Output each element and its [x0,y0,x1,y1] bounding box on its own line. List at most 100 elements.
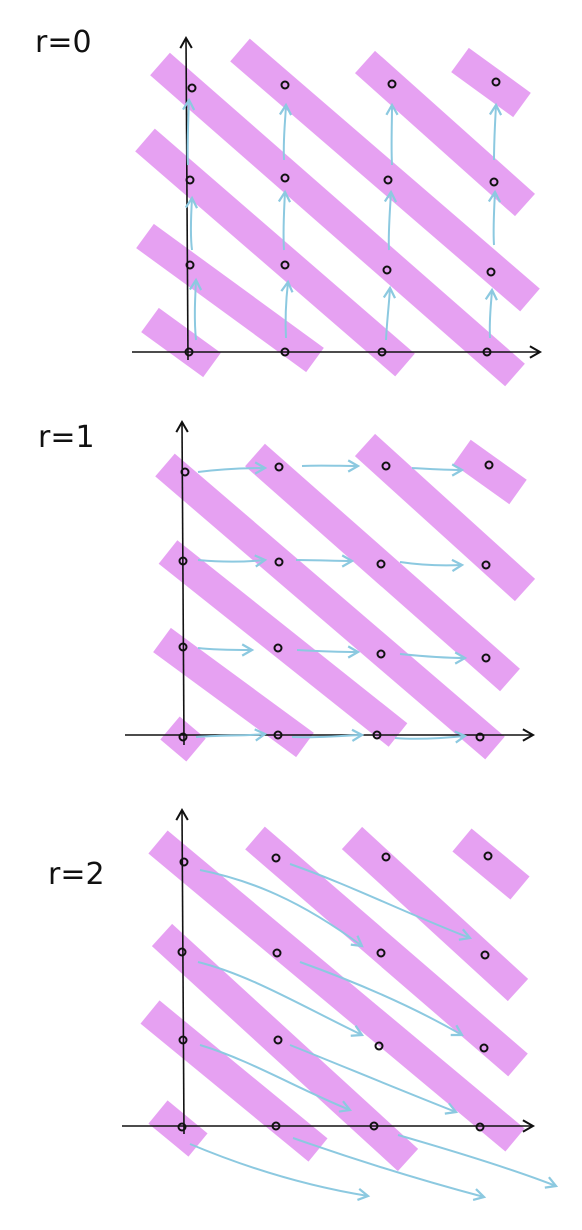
point [475,1122,485,1132]
point [376,948,386,958]
point [177,947,187,957]
arrow [189,1143,371,1202]
point [383,175,393,185]
stripe [148,830,525,1152]
arrow [487,189,502,246]
point [475,732,485,742]
point [178,1035,188,1045]
point [480,950,490,960]
point [185,260,195,270]
arrow [383,189,398,251]
y-axis [175,807,189,1135]
stripes [140,826,530,1172]
point [374,1041,384,1051]
stripes [153,433,536,762]
point [280,260,290,270]
points [178,460,494,742]
stripe [453,439,527,505]
stripe [151,923,419,1172]
point [376,649,386,659]
stripe [230,38,540,312]
arrow [295,554,355,568]
point [180,467,190,477]
panel-r0: r=0 [35,25,543,387]
arrow [182,97,196,166]
stripe [160,716,206,762]
arrow [197,554,268,568]
point [479,1043,489,1053]
point [274,462,284,472]
arrow [299,961,464,1037]
stripe [153,627,314,758]
stripe [140,1000,328,1162]
stripe [452,828,530,900]
arrow [488,102,503,161]
arrow [411,463,465,477]
arrows [182,97,503,341]
stripe [155,453,505,760]
arrow [397,1134,559,1189]
stripe [158,540,408,747]
stripes [135,38,540,387]
point [482,347,492,357]
stripe [141,307,221,378]
arrow [280,279,294,339]
panel-label: r=2 [48,857,105,892]
point [273,1035,283,1045]
stripe [341,826,529,1002]
arrow [277,189,292,251]
point [273,730,283,740]
arrow [184,195,199,251]
point [381,852,391,862]
point [271,853,281,863]
point [273,643,283,653]
y-axis [175,419,189,746]
point [377,347,387,357]
arrows [195,459,468,744]
point [178,642,188,652]
point [178,732,188,742]
arrows [189,863,559,1202]
point [185,175,195,185]
arrow [188,277,203,341]
point [184,347,194,357]
arrow [484,287,498,339]
points [177,851,493,1132]
arrow [195,728,268,742]
point [177,1122,187,1132]
panel-label: r=0 [35,25,92,60]
point [274,557,284,567]
point [369,1121,379,1131]
points [184,77,501,357]
arrow [296,645,361,659]
point [483,851,493,861]
point [481,653,491,663]
arrow [399,651,468,665]
point [271,1121,281,1131]
point [280,80,290,90]
stripe [136,223,324,373]
panel-r1: r=1 [38,419,536,762]
point [489,177,499,187]
panel-r2: r=2 [48,807,559,1202]
arrow [197,643,255,657]
stripe [150,52,525,387]
point [481,560,491,570]
point [187,83,197,93]
point [272,948,282,958]
point [280,173,290,183]
point [372,730,382,740]
point [376,559,386,569]
point [486,267,496,277]
point [484,460,494,470]
arrow [394,730,468,744]
panel-label: r=1 [38,420,95,455]
point [387,79,397,89]
point [280,347,290,357]
point [491,77,501,87]
point [382,265,392,275]
arrow [382,285,397,341]
point [179,857,189,867]
arrow [199,869,364,948]
